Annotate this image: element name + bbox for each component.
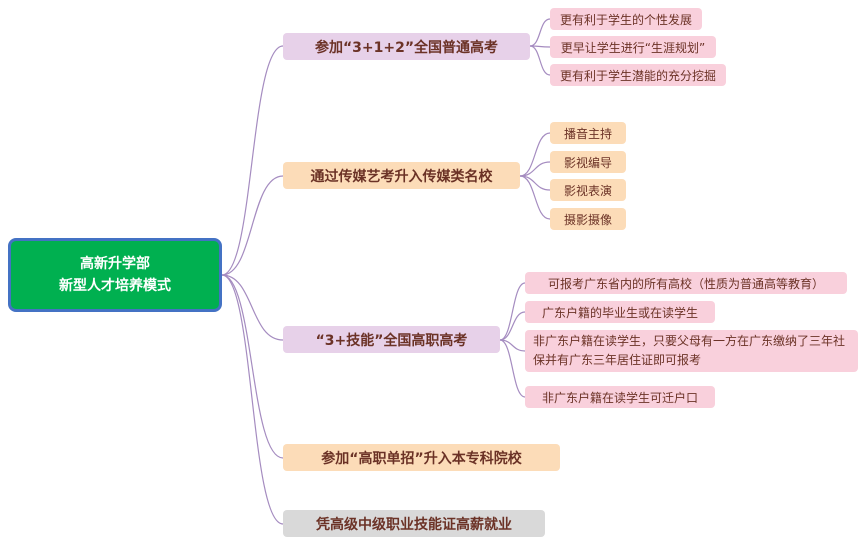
child-node-guangdong-colleges[interactable]: 可报考广东省内的所有高校（性质为普通高等教育） [525, 272, 847, 294]
child-node-non-guangdong-hukou-requirements[interactable]: 非广东户籍在读学生，只要父母有一方在广东缴纳了三年社保并有广东三年居住证即可报考 [525, 330, 858, 372]
child-node-film-directing[interactable]: 影视编导 [550, 151, 626, 173]
branch-node-skill-certificate-employment[interactable]: 凭高级中级职业技能证高薪就业 [283, 510, 545, 537]
branch-node-national-gaokao[interactable]: 参加“3+1+2”全国普通高考 [283, 33, 530, 60]
branch-node-vocational-single-recruit[interactable]: 参加“高职单招”升入本专科院校 [283, 444, 560, 471]
child-node-career-planning[interactable]: 更早让学生进行“生涯规划” [550, 36, 716, 58]
child-node-personality-development[interactable]: 更有利于学生的个性发展 [550, 8, 702, 30]
child-node-film-acting[interactable]: 影视表演 [550, 179, 626, 201]
child-node-guangdong-hukou-students[interactable]: 广东户籍的毕业生或在读学生 [525, 301, 715, 323]
child-node-photography[interactable]: 摄影摄像 [550, 208, 626, 230]
child-node-broadcast-hosting[interactable]: 播音主持 [550, 122, 626, 144]
branch-node-media-art-exam[interactable]: 通过传媒艺考升入传媒类名校 [283, 162, 520, 189]
branch-node-3-skills-vocational-gaokao[interactable]: “3+技能”全国高职高考 [283, 326, 500, 353]
child-node-potential-mining[interactable]: 更有利于学生潜能的充分挖掘 [550, 64, 726, 86]
child-node-hukou-transfer[interactable]: 非广东户籍在读学生可迁户口 [525, 386, 715, 408]
root-node[interactable]: 高新升学部 新型人才培养模式 [8, 238, 222, 312]
